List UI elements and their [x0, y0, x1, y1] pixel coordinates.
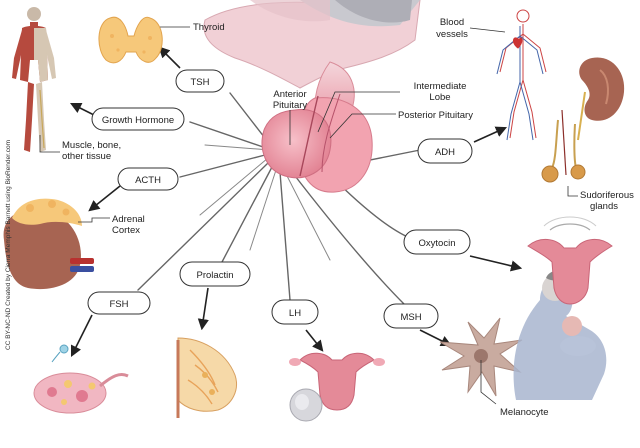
label-sudoriferous-2: glands [590, 201, 618, 212]
arrow-tsh-thyroid [158, 46, 181, 69]
pill-msh: MSH [383, 303, 439, 329]
label-anterior-2: Pituitary [273, 100, 308, 111]
label-intermediate-1: Intermediate [414, 81, 467, 92]
pill-lh: LH [271, 299, 319, 325]
reproductive-lh-illustration [289, 352, 385, 422]
sudoriferous-pointer [567, 186, 578, 197]
adrenal-kidney-illustration [3, 198, 94, 290]
label-muscle-1: Muscle, bone, [62, 140, 121, 151]
pill-adh: ADH [417, 138, 473, 164]
breast-illustration [176, 337, 237, 418]
adrenal-pointer [78, 217, 110, 223]
pill-tsh: TSH [175, 69, 225, 93]
credit-text: CC BY-NC-ND Created by Cierra Memphis Ba… [5, 140, 12, 350]
label-adrenal-2: Cortex [112, 225, 140, 236]
pill-acth: ACTH [117, 167, 179, 191]
kidney-illustration [577, 57, 625, 141]
pill-growth-hormone: Growth Hormone [91, 107, 185, 131]
label-posterior: Posterior Pituitary [398, 110, 473, 121]
pill-oxytocin: Oxytocin [403, 229, 471, 255]
pill-msh-label: MSH [400, 312, 421, 323]
sudoriferous-gland-illustration [541, 109, 586, 183]
pill-lh-label: LH [289, 308, 301, 319]
label-muscle-2: other tissue [62, 151, 111, 162]
pill-oxytocin-label: Oxytocin [419, 238, 456, 249]
pill-acth-label: ACTH [135, 175, 161, 186]
melanocyte-pointer [480, 360, 497, 405]
pill-growth-hormone-label: Growth Hormone [102, 115, 174, 126]
label-sudoriferous-1: Sudoriferous [580, 190, 634, 201]
pill-fsh: FSH [87, 291, 151, 315]
target-arrows [69, 46, 523, 358]
pituitary-gland [261, 61, 373, 193]
blood-pointer [469, 27, 506, 33]
label-blood-2: vessels [436, 29, 468, 40]
muscle-figure [12, 7, 56, 152]
label-thyroid: Thyroid [193, 22, 225, 33]
label-melanocyte: Melanocyte [500, 407, 549, 418]
arrow-oxytocin-uterus [469, 255, 523, 272]
uterus-oxytocin-illustration [527, 216, 613, 305]
pituitary-pointers [289, 91, 400, 145]
label-blood-1: Blood [440, 17, 464, 28]
label-adrenal-1: Adrenal [112, 214, 145, 225]
arrow-adh-kidney [473, 126, 508, 143]
pill-adh-label: ADH [435, 147, 455, 158]
arrow-fsh-ovary [70, 314, 93, 358]
blood-vessel-figure [496, 9, 547, 141]
pill-tsh-label: TSH [191, 77, 210, 88]
melanocyte-illustration [439, 317, 523, 397]
label-intermediate-2: Lobe [429, 92, 450, 103]
hormone-rays [137, 92, 421, 306]
ovary-illustration [33, 344, 129, 414]
pill-prolactin-label: Prolactin [197, 270, 234, 281]
arrow-lh-reproductive [305, 329, 324, 352]
hypothalamus [203, 0, 421, 89]
thyroid-illustration [98, 16, 163, 64]
arrow-acth-adrenal [88, 185, 121, 212]
pill-prolactin: Prolactin [179, 261, 251, 287]
pill-fsh-label: FSH [110, 299, 129, 310]
muscle-pointer [39, 135, 60, 153]
label-anterior-1: Anterior [273, 89, 306, 100]
arrow-prolactin-breast [197, 287, 209, 331]
